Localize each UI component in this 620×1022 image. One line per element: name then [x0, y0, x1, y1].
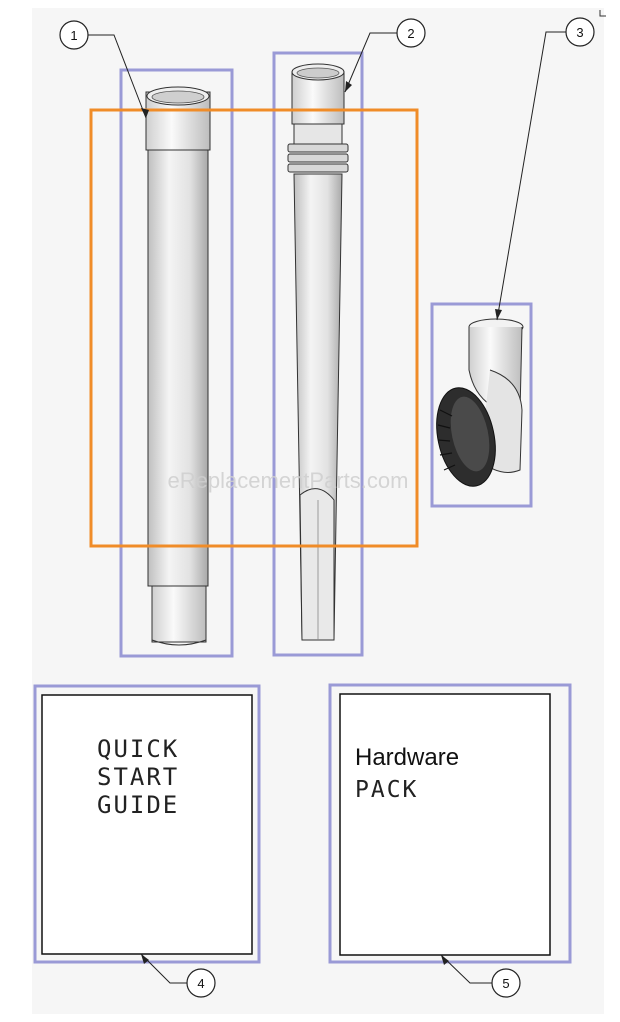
- corner-mark: [599, 10, 606, 17]
- callout-2-label: 2: [407, 26, 414, 41]
- hardware-sheet: [339, 693, 551, 956]
- callout-4-label: 4: [197, 976, 204, 991]
- hardware-title: Hardware: [355, 744, 459, 771]
- watermark: eReplacementParts.com: [168, 468, 409, 493]
- callout-1-label: 1: [70, 28, 77, 43]
- part-3-box: [430, 302, 533, 508]
- part-5-box: [328, 683, 572, 964]
- callout-2: 2: [344, 18, 426, 93]
- guide-line-1: QUICK: [97, 735, 179, 763]
- part-5-hardware-pack: Hardware PACK: [328, 683, 572, 964]
- callout-3-label: 3: [576, 25, 583, 40]
- callout-3: 3: [495, 17, 595, 321]
- part-2-crevice-tool: [272, 51, 364, 657]
- highlight-frame: [89, 108, 419, 548]
- part-4-box: [33, 684, 261, 964]
- callout-5-label: 5: [502, 976, 509, 991]
- callout-5: 5: [440, 954, 521, 998]
- callout-1: 1: [59, 20, 149, 119]
- part-3-dusting-brush: [430, 302, 533, 508]
- part-1-box: [119, 68, 234, 658]
- hardware-subtitle: PACK: [355, 777, 418, 803]
- guide-line-2: START: [97, 763, 179, 791]
- guide-sheet: [41, 694, 253, 955]
- part-1-extension-wand: [119, 68, 234, 658]
- guide-line-3: GUIDE: [97, 791, 179, 819]
- callout-4: 4: [140, 953, 216, 998]
- part-2-box: [272, 51, 364, 657]
- part-4-quick-start-guide: QUICK START GUIDE: [33, 684, 261, 964]
